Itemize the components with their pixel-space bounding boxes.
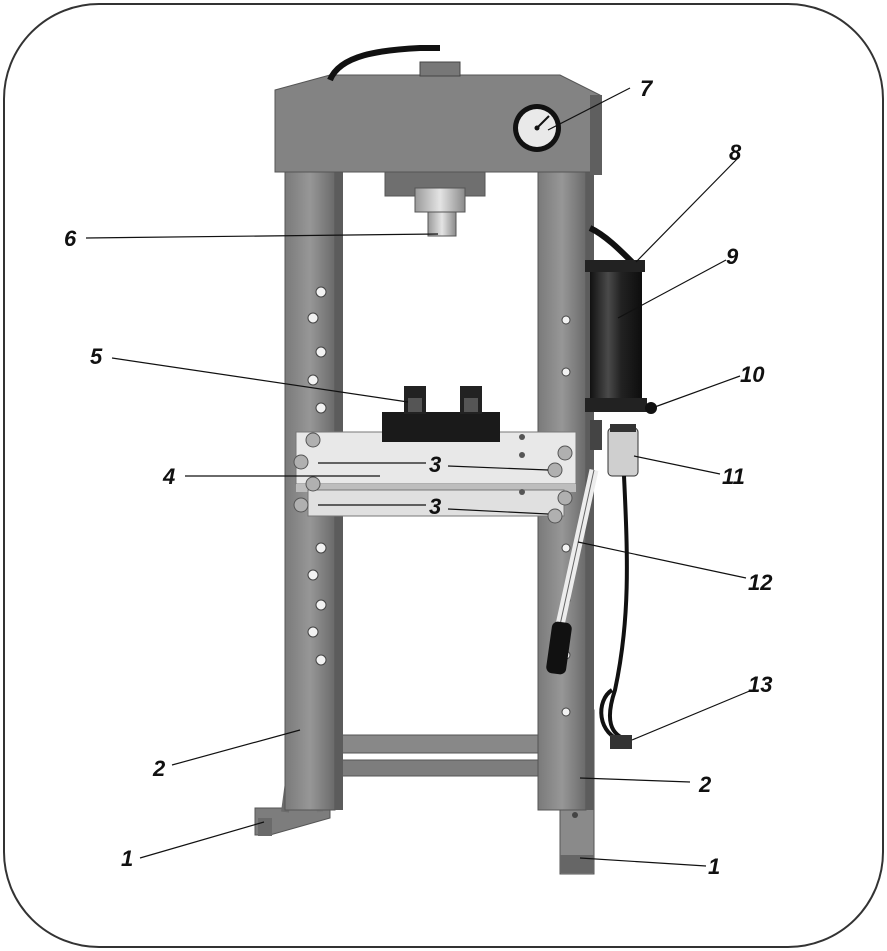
base-crossbar [334,759,556,777]
callout-3-upper: 3 [429,452,441,477]
callout-5: 5 [90,344,103,369]
leader-lines [85,87,753,867]
lower-crossbar [339,734,551,754]
air-cylinder [585,260,657,414]
callout-11: 11 [722,464,745,489]
bed-pins [293,432,573,524]
air-valve [590,420,639,477]
callout-labels: 7 8 6 9 5 10 3 4 11 3 12 13 2 2 1 1 [64,76,773,879]
top-crown [274,74,602,197]
cylinder-hose [588,225,635,265]
callout-1-right: 1 [708,854,720,879]
callout-4: 4 [162,464,175,489]
callout-6: 6 [64,226,77,251]
callout-13: 13 [748,672,772,697]
callout-7: 7 [640,76,654,101]
callout-3-lower: 3 [429,494,441,519]
callout-2-left: 2 [152,756,166,781]
top-fitting [419,61,461,77]
callout-9: 9 [726,244,739,269]
callout-1-left: 1 [121,846,133,871]
v-blocks [382,386,500,442]
callout-10: 10 [740,362,765,387]
top-hose [327,45,440,82]
callout-8: 8 [729,140,742,165]
callout-12: 12 [748,570,773,595]
ram-piston [414,187,466,237]
post-holes [307,286,571,717]
foot-pedal [610,735,632,749]
rounded-frame-border [3,3,884,948]
pump-handle [546,469,599,675]
air-hose [607,475,629,742]
pressure-gauge [513,104,561,152]
callout-2-right: 2 [698,772,712,797]
